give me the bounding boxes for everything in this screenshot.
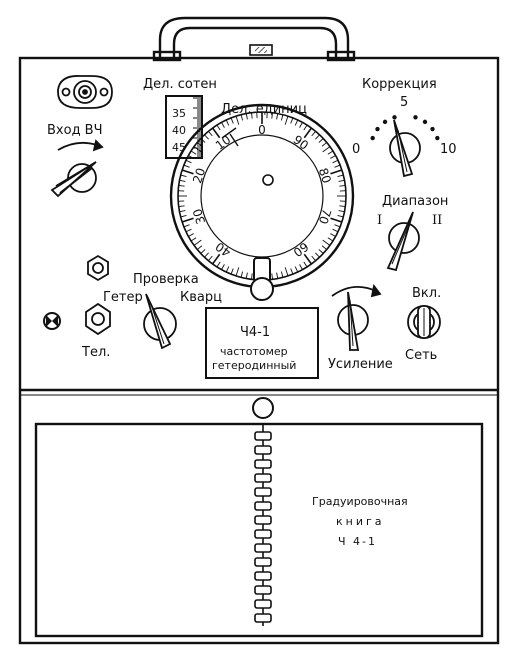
korrekciya-scale-max: 10 [440, 142, 457, 157]
dial-index-lever[interactable] [250, 257, 274, 301]
label-tel: Тел. [81, 345, 110, 360]
label-diapazon: Диапазон [382, 194, 448, 209]
dial-number: 20 [190, 166, 208, 185]
dial-number-ring: 0908070605040302010 [190, 123, 334, 269]
hundreds-scale-35: 35 [172, 107, 186, 120]
check-mode-switch[interactable] [143, 293, 177, 350]
carrying-handle [152, 16, 356, 62]
nameplate: Ч4-1 частотомер гетеродинный [205, 307, 319, 379]
korrekciya-scale-min: 0 [352, 142, 360, 157]
main-frequency-dial[interactable]: 0908070605040302010 [169, 103, 355, 289]
range-switch-knob[interactable] [386, 211, 420, 272]
dial-number: 30 [190, 207, 208, 226]
book-title-line1: Градуировочная [312, 495, 408, 508]
dial-number: 80 [316, 166, 334, 185]
correction-knob[interactable]: 0 5 10 [352, 95, 457, 178]
label-range-one: I [377, 213, 382, 228]
hundreds-scale-40: 40 [172, 124, 186, 137]
label-korrekciya: Коррекция [362, 77, 437, 92]
book-title-line3: Ч 4-1 [338, 535, 377, 548]
indicator-lamp [43, 312, 61, 330]
label-del-edinic: Дел. единиц [221, 102, 307, 117]
label-vkl: Вкл. [412, 286, 441, 301]
book-binding [252, 397, 274, 626]
jack-upper[interactable] [87, 254, 109, 282]
device-body [18, 56, 500, 645]
nameplate-type-line2: гетеродинный [212, 359, 296, 372]
nameplate-type-line1: частотомер [220, 345, 288, 358]
nameplate-model: Ч4-1 [240, 325, 270, 340]
label-geter: Гетер [103, 290, 143, 305]
korrekciya-scale-mid: 5 [400, 95, 408, 110]
label-kvarc: Кварц [180, 290, 222, 305]
label-set: Сеть [405, 348, 437, 363]
label-range-two: II [432, 213, 442, 228]
rf-input-knob[interactable] [50, 139, 104, 198]
dial-number: 70 [316, 207, 334, 226]
dial-number: 60 [290, 239, 311, 259]
book-title-line2: книга [336, 515, 385, 528]
rf-input-connector[interactable] [57, 75, 113, 109]
dial-number: 40 [213, 239, 234, 259]
gain-knob[interactable] [331, 283, 382, 351]
label-usilenie: Усиление [328, 357, 393, 372]
dial-number: 90 [290, 132, 311, 152]
label-proverka: Проверка [133, 272, 199, 287]
calibration-book-title: Градуировочная книга Ч 4-1 [312, 495, 408, 548]
power-toggle-switch[interactable] [407, 305, 441, 339]
dial-number: 0 [258, 123, 266, 137]
label-del-soten: Дел. сотен [143, 77, 217, 92]
jack-lower[interactable] [85, 302, 111, 336]
label-vhod-vch: Вход ВЧ [47, 123, 103, 138]
